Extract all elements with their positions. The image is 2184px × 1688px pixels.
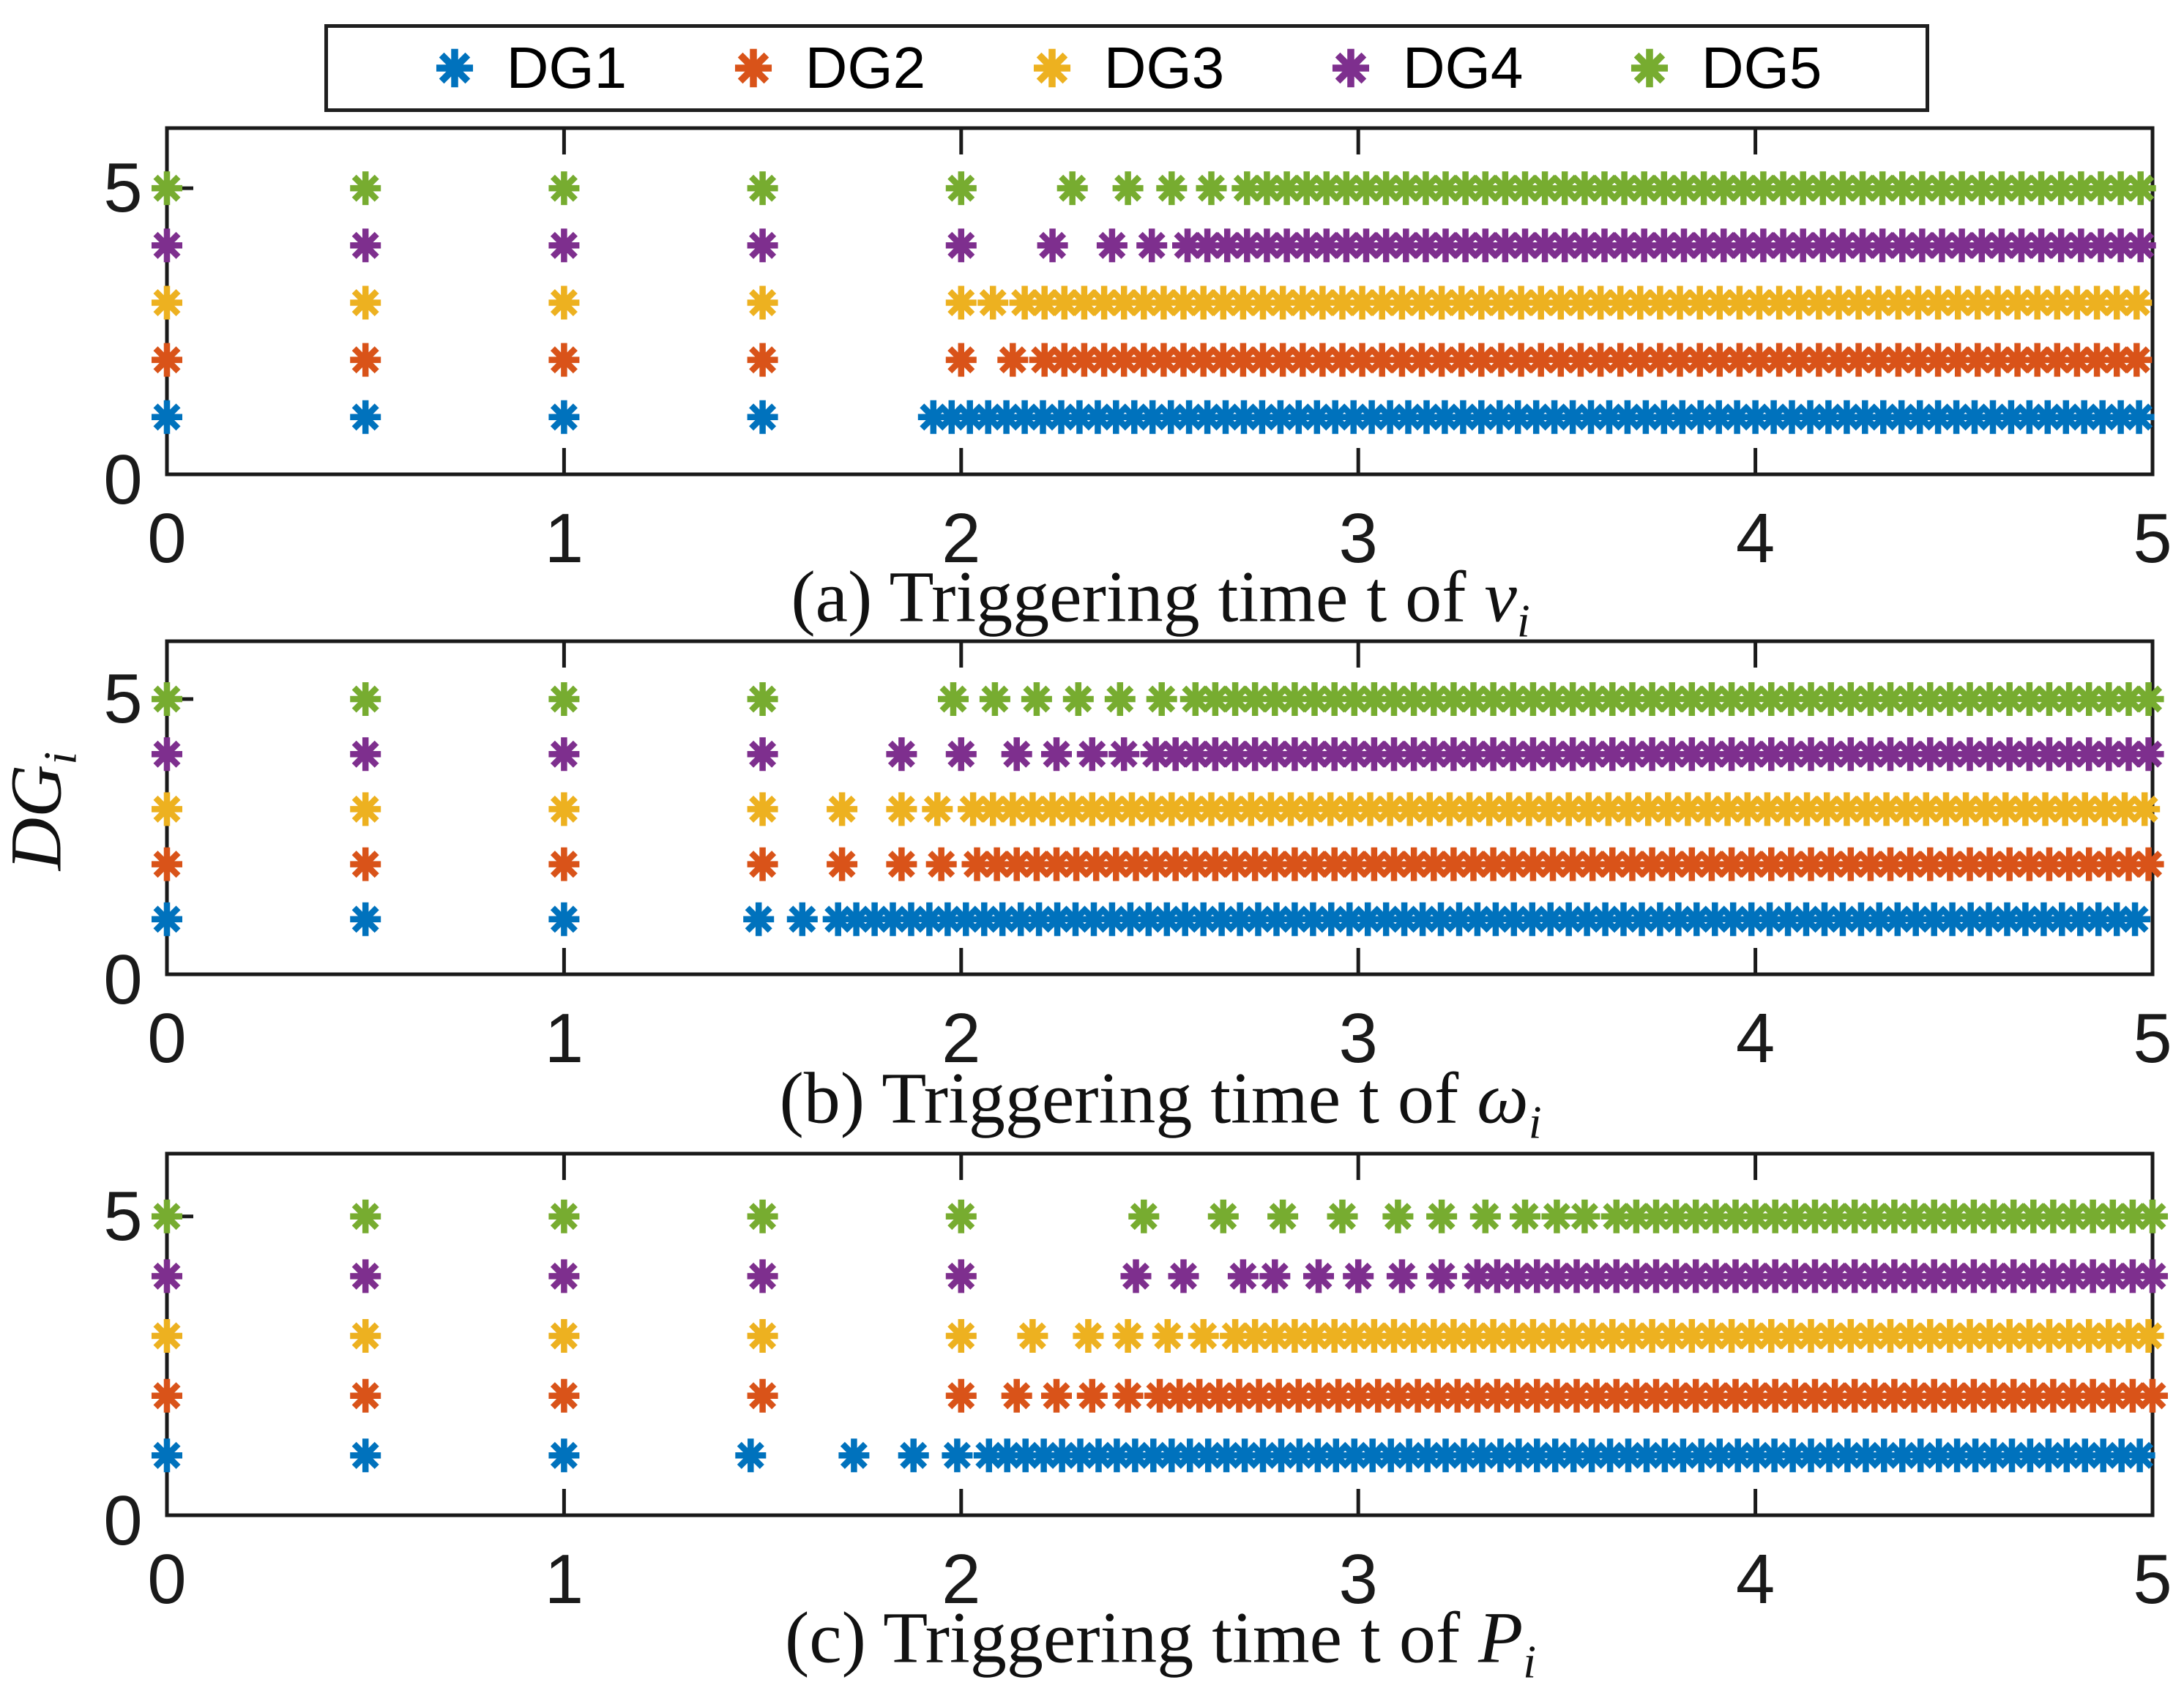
caption-subscript: i: [1523, 1635, 1536, 1688]
subplot-b-ytick-label-5: 5: [103, 659, 143, 738]
asterisk-marker-icon: [734, 48, 772, 88]
subplot-a-ytick-label-5: 5: [103, 149, 143, 228]
subplot-c-series-dg2-markers: [152, 1378, 2168, 1413]
legend-label: DG4: [1402, 35, 1524, 100]
subplot-c-series-dg5-markers: [152, 1199, 2168, 1233]
legend-item-dg4: DG4: [1328, 35, 1524, 100]
legend-label: DG2: [805, 35, 926, 100]
legend-item-dg3: DG3: [1029, 35, 1225, 100]
subplot-c-ytick-label-5: 5: [103, 1176, 143, 1255]
subplot-b-series-dg5-markers: [152, 682, 2164, 716]
legend-label: DG5: [1701, 35, 1822, 100]
subplot-a-xtick-label-4: 4: [1735, 499, 1775, 578]
subplot-c-series-dg3-markers: [152, 1319, 2164, 1353]
y-axis-label-sub: i: [34, 751, 86, 765]
subplot-c-xtick-label-3: 3: [1338, 1540, 1378, 1618]
y-axis-label: DGi: [0, 751, 86, 871]
subplot-c-xtick-label-4: 4: [1735, 1540, 1775, 1618]
caption-variable: P: [1478, 1596, 1524, 1678]
subplot-b-series-dg3-markers: [152, 792, 2161, 826]
subplot-a-series-dg4-markers: [152, 228, 2156, 263]
subplot-a-series-dg3-markers: [152, 285, 2153, 320]
legend-item-dg1: DG1: [432, 39, 627, 97]
legend-item-dg5: DG5: [1627, 39, 1822, 97]
caption-subscript: i: [1516, 594, 1530, 647]
asterisk-marker-icon: [1332, 48, 1369, 88]
subplot-b-ytick-label-0: 0: [103, 941, 143, 1019]
subplot-a-caption: (a) Triggering time t of vi: [791, 560, 1530, 647]
subplot-c-xtick-label-2: 2: [942, 1540, 981, 1618]
caption-text: (c) Triggering time t of: [785, 1596, 1479, 1678]
y-axis-label-base: DG: [0, 764, 77, 871]
subplot-a-series-dg5-markers: [152, 171, 2156, 206]
subplot-b-xtick-label-3: 3: [1338, 999, 1378, 1078]
subplot-a-xtick-label-1: 1: [544, 499, 584, 578]
subplot-a-xtick-label-0: 0: [147, 499, 187, 578]
caption-subscript: i: [1528, 1096, 1542, 1149]
subplot-b-xtick-label-0: 0: [147, 999, 187, 1078]
legend-box: DG1 DG2 DG3 DG4 DG5: [324, 24, 1929, 112]
subplot-a-xtick-label-5: 5: [2133, 499, 2172, 578]
subplot-c-series-dg4-markers: [152, 1259, 2168, 1293]
subplot-a-xtick-label-3: 3: [1338, 499, 1378, 578]
caption-variable: v: [1484, 556, 1517, 638]
subplot-b-xtick-label-1: 1: [544, 999, 584, 1078]
subplot-a-series-dg2-markers: [152, 343, 2153, 377]
caption-variable: ω: [1477, 1057, 1529, 1139]
subplot-c-xtick-label-1: 1: [544, 1540, 584, 1618]
caption-text: (b) Triggering time t of: [779, 1057, 1477, 1139]
legend-label: DG1: [506, 35, 627, 100]
subplot-c-xtick-label-5: 5: [2133, 1540, 2172, 1618]
subplot-a-xtick-label-2: 2: [942, 499, 981, 578]
legend-label: DG3: [1103, 35, 1225, 100]
subplot-c-series-dg1-markers: [152, 1438, 2155, 1473]
subplot-b-xtick-label-2: 2: [942, 999, 981, 1078]
subplot-a-ytick-label-0: 0: [103, 441, 143, 519]
subplot-b-xtick-label-5: 5: [2133, 999, 2172, 1078]
subplot-c-xtick-label-0: 0: [147, 1540, 187, 1618]
subplot-b-xtick-label-4: 4: [1735, 999, 1775, 1078]
caption-text: (a) Triggering time t of: [791, 556, 1485, 638]
asterisk-marker-icon: [1630, 48, 1668, 88]
asterisk-marker-icon: [436, 48, 473, 88]
subplot-b-caption: (b) Triggering time t of ωi: [779, 1061, 1542, 1149]
subplot-b-series-dg1-markers: [152, 902, 2151, 936]
subplot-c-ytick-label-0: 0: [103, 1482, 143, 1560]
subplot-b-series-dg2-markers: [152, 847, 2164, 881]
subplot-a-series-dg1-markers: [152, 400, 2155, 434]
legend-item-dg2: DG2: [731, 35, 926, 100]
subplot-b-series-dg4-markers: [152, 737, 2164, 772]
asterisk-marker-icon: [1033, 48, 1070, 88]
subplot-c-caption: (c) Triggering time t of Pi: [785, 1601, 1536, 1688]
